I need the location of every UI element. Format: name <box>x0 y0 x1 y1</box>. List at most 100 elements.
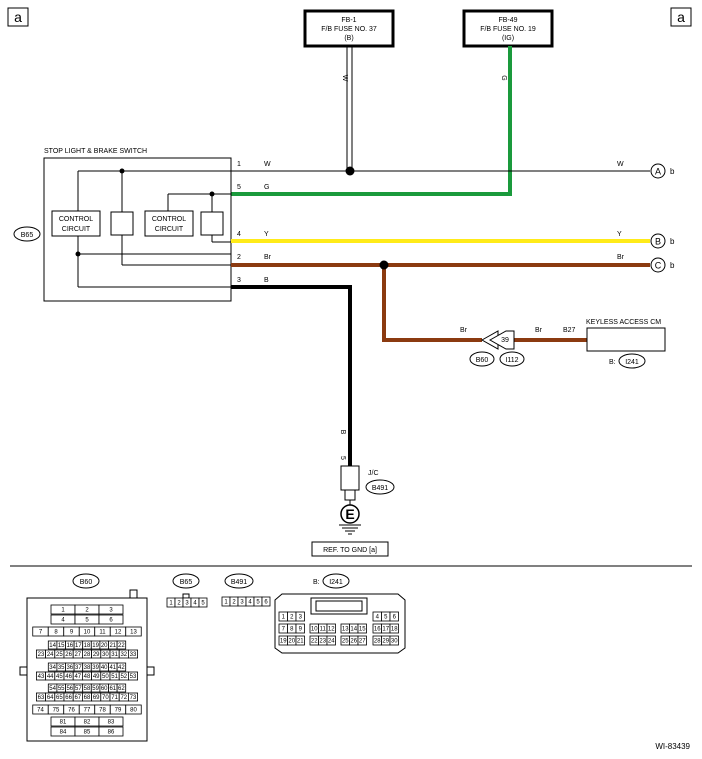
pin-b60-13: 13 <box>125 626 142 637</box>
pin-b60-81: 81 <box>50 716 76 727</box>
pin-b491-1: 1 <box>221 596 231 607</box>
pin-b60-40: 40 <box>99 662 109 672</box>
svg-text:20: 20 <box>101 643 108 649</box>
pin-i241-4: 4 <box>372 611 382 622</box>
switch-connector-label: B65 <box>21 232 34 239</box>
pin-i241-11: 11 <box>318 623 328 634</box>
svg-text:80: 80 <box>130 708 137 714</box>
pin-i241-18: 18 <box>389 623 399 634</box>
svg-text:22: 22 <box>311 639 318 645</box>
pin-b60-10: 10 <box>78 626 96 637</box>
pin-b60-33: 33 <box>127 649 138 659</box>
pin-b60-65: 65 <box>54 692 65 702</box>
pin-i241-21: 21 <box>295 635 305 646</box>
pin-b60-38: 38 <box>82 662 92 672</box>
pin-b60-44: 44 <box>45 671 56 681</box>
pin-b60-43: 43 <box>36 671 47 681</box>
svg-text:55: 55 <box>58 686 65 692</box>
svg-text:21: 21 <box>109 643 116 649</box>
svg-text:4: 4 <box>237 231 241 238</box>
svg-text:71: 71 <box>111 695 118 701</box>
pin-i241-25: 25 <box>340 635 350 646</box>
svg-text:6: 6 <box>109 618 113 624</box>
svg-text:10: 10 <box>311 627 318 633</box>
svg-text:REF. TO GND [a]: REF. TO GND [a] <box>323 547 377 554</box>
pin-b60-4: 4 <box>50 614 76 625</box>
svg-text:5: 5 <box>201 601 205 607</box>
pin-b60-85: 85 <box>74 726 100 737</box>
pin-b60-23: 23 <box>36 649 47 659</box>
svg-text:11: 11 <box>320 627 327 633</box>
svg-text:13: 13 <box>130 630 137 636</box>
svg-text:4: 4 <box>61 618 65 624</box>
svg-text:37: 37 <box>75 665 82 671</box>
svg-text:26: 26 <box>65 652 72 658</box>
svg-text:70: 70 <box>102 695 109 701</box>
svg-text:72: 72 <box>120 695 127 701</box>
pin-b60-47: 47 <box>72 671 83 681</box>
svg-text:W: W <box>341 75 348 82</box>
svg-text:60: 60 <box>101 686 108 692</box>
pin-b60-62: 62 <box>116 683 127 693</box>
svg-text:31: 31 <box>111 652 118 658</box>
pin-i241-7: 7 <box>278 623 288 634</box>
pin-b60-79: 79 <box>109 704 127 715</box>
pin-i241-26: 26 <box>349 635 359 646</box>
svg-text:B65: B65 <box>180 579 193 586</box>
stop-light-brake-switch: STOP LIGHT & BRAKE SWITCH CONTROL CIRCUI… <box>13 148 232 302</box>
svg-text:3: 3 <box>185 601 189 607</box>
svg-text:44: 44 <box>47 674 54 680</box>
svg-text:24: 24 <box>47 652 54 658</box>
svg-text:14: 14 <box>49 643 56 649</box>
pin-b60-84: 84 <box>50 726 76 737</box>
pin-b60-67: 67 <box>72 692 83 702</box>
pin-b60-15: 15 <box>56 640 66 650</box>
svg-text:53: 53 <box>130 674 137 680</box>
pin-b60-36: 36 <box>65 662 75 672</box>
pin-b60-2: 2 <box>74 604 100 615</box>
svg-text:6: 6 <box>393 615 397 621</box>
pin-b60-58: 58 <box>82 683 92 693</box>
svg-text:29: 29 <box>93 652 100 658</box>
svg-text:7: 7 <box>39 630 43 636</box>
svg-text:W: W <box>617 161 624 168</box>
svg-text:38: 38 <box>84 665 91 671</box>
pin-b60-61: 61 <box>108 683 118 693</box>
pin-b60-22: 22 <box>116 640 127 650</box>
svg-text:(IG): (IG) <box>502 35 514 42</box>
keyless-title: KEYLESS ACCESS CM <box>586 319 661 326</box>
svg-text:FB-49: FB-49 <box>498 17 517 24</box>
svg-text:1: 1 <box>237 161 241 168</box>
pin-b60-24: 24 <box>45 649 56 659</box>
svg-text:2: 2 <box>177 601 181 607</box>
pin-b60-25: 25 <box>54 649 65 659</box>
svg-text:b: b <box>670 261 675 270</box>
pin-i241-13: 13 <box>340 623 350 634</box>
svg-text:32: 32 <box>120 652 127 658</box>
svg-text:Br: Br <box>460 327 468 334</box>
switch-title: STOP LIGHT & BRAKE SWITCH <box>44 148 147 155</box>
svg-text:CIRCUIT: CIRCUIT <box>62 226 91 233</box>
pin-i241-3: 3 <box>295 611 305 622</box>
pin-b60-45: 45 <box>54 671 65 681</box>
pin-b60-31: 31 <box>109 649 120 659</box>
pin-b60-55: 55 <box>56 683 66 693</box>
svg-text:35: 35 <box>58 665 65 671</box>
svg-text:42: 42 <box>118 665 125 671</box>
svg-text:1: 1 <box>61 608 65 614</box>
svg-text:62: 62 <box>118 686 125 692</box>
svg-text:61: 61 <box>109 686 116 692</box>
svg-text:39: 39 <box>501 337 509 344</box>
svg-text:CIRCUIT: CIRCUIT <box>155 226 184 233</box>
svg-text:F/B FUSE NO. 19: F/B FUSE NO. 19 <box>480 26 536 33</box>
pin-b491-6: 6 <box>261 596 271 607</box>
svg-text:B27: B27 <box>563 327 576 334</box>
pin-b60-74: 74 <box>32 704 49 715</box>
pin-b60-48: 48 <box>82 671 93 681</box>
svg-text:B60: B60 <box>476 357 489 364</box>
pin-b60-20: 20 <box>99 640 109 650</box>
pin-b60-7: 7 <box>32 626 49 637</box>
svg-text:46: 46 <box>65 674 72 680</box>
pin-b60-11: 11 <box>94 626 111 637</box>
